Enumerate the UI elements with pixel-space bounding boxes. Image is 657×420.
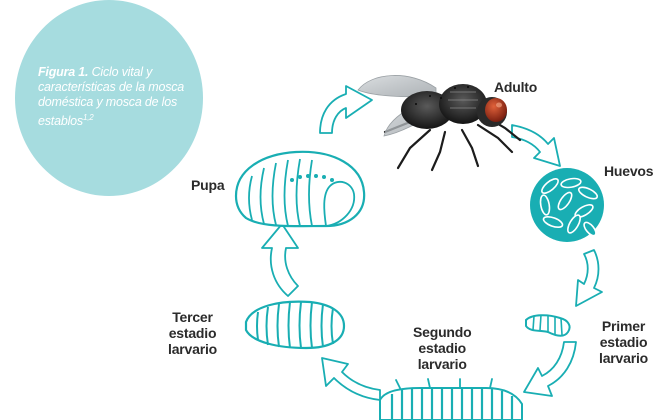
cycle-arrow-first-to-second [524,342,576,396]
label-second-instar: Segundo estadio larvario [413,324,471,372]
label-third-instar-line2: estadio [168,325,217,341]
egg-cluster-icon [530,168,604,242]
third-instar-larva-icon [246,302,344,348]
cycle-arrow-adult-to-eggs [512,125,560,166]
label-first-instar-line3: larvario [599,350,648,366]
label-second-instar-line2: estadio [413,340,471,356]
second-instar-larva-icon [380,379,522,420]
label-first-instar: Primer estadio larvario [599,318,648,366]
label-first-instar-line2: estadio [599,334,648,350]
cycle-arrow-pupa-to-adult [320,86,372,133]
label-third-instar-line1: Tercer [168,309,217,325]
cycle-arrow-second-to-third [322,358,380,400]
cycle-arrow-eggs-to-first [576,250,602,306]
label-eggs: Huevos [604,163,653,179]
pupa-icon [236,152,364,226]
label-third-instar: Tercer estadio larvario [168,309,217,357]
first-instar-larva-icon [526,315,570,336]
label-first-instar-line1: Primer [599,318,648,334]
label-adult: Adulto [494,79,537,95]
label-pupa: Pupa [191,177,224,193]
label-third-instar-line3: larvario [168,341,217,357]
cycle-arrow-third-to-pupa [262,224,298,296]
label-second-instar-line1: Segundo [413,324,471,340]
label-second-instar-line3: larvario [413,356,471,372]
